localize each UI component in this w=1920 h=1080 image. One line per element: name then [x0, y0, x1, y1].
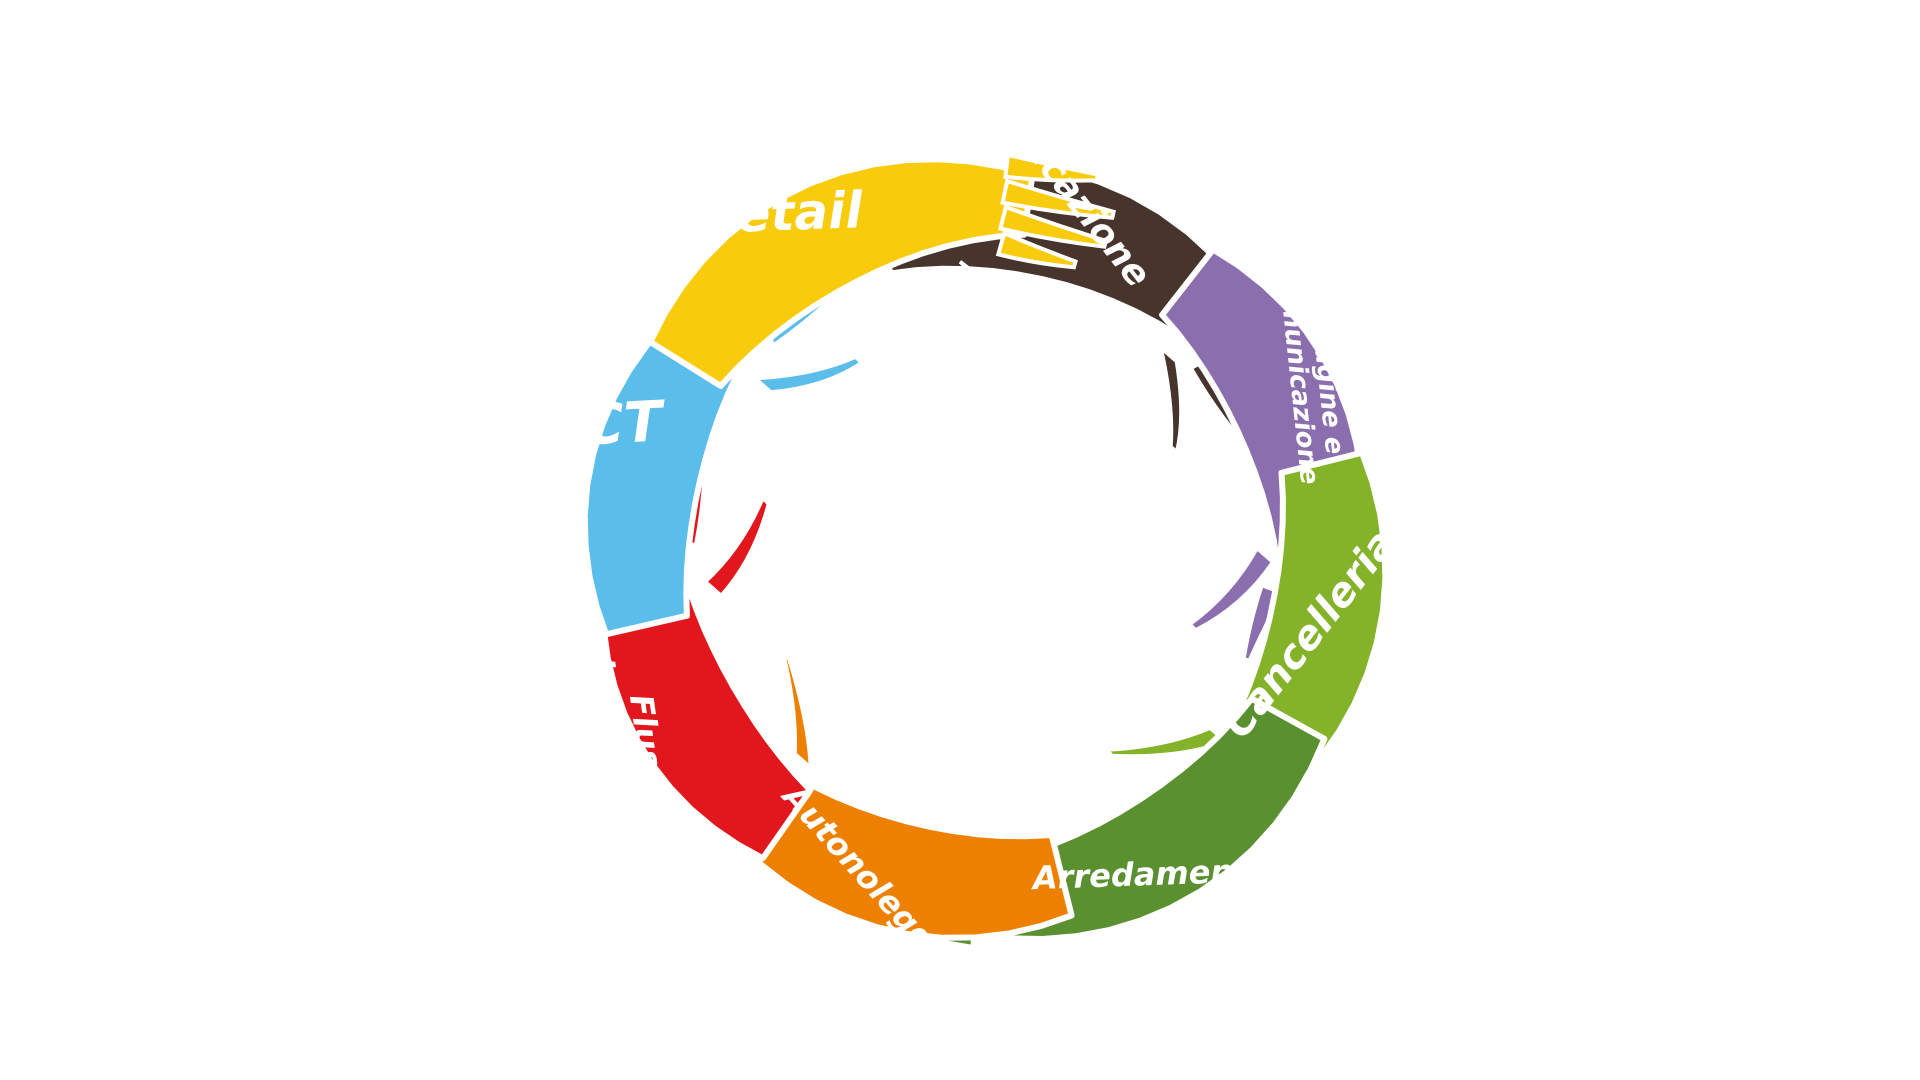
- hand-finger-retail: [1003, 152, 1100, 183]
- hand-thumb-autonoleggio: [779, 646, 813, 773]
- hand-finger-retail: [995, 230, 1078, 270]
- hand-finger-retail: [1000, 178, 1116, 220]
- hand-thumb-flussi: [702, 494, 771, 599]
- label-ict: ICT: [560, 389, 667, 459]
- hand-thumb-sanificazione: [1157, 341, 1184, 457]
- hand-thumb-retail: [958, 260, 1052, 332]
- hand-thumb-immagine: [1186, 544, 1276, 633]
- label-arredamento: Arredamento: [1029, 851, 1271, 897]
- hands-layer: [581, 152, 1389, 950]
- hand-thumb-ict: [749, 354, 865, 395]
- label-retail: Retail: [700, 181, 865, 245]
- hand-retail: [647, 152, 1116, 389]
- hand-finger-retail: [997, 204, 1109, 249]
